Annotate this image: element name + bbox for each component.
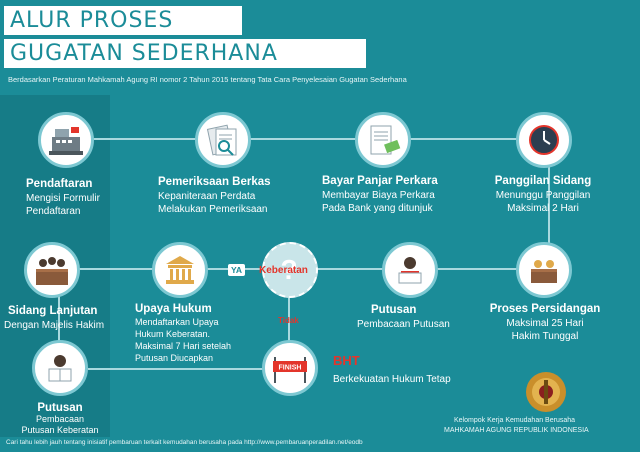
court-emblem-icon	[526, 372, 566, 412]
upaya-title: Upaya Hukum	[135, 303, 212, 315]
putusan-mid-circle	[382, 242, 438, 298]
persidangan-line2: Hakim Tunggal	[511, 331, 579, 342]
pemeriksaan-line1: Kepaniteraan Perdata	[158, 191, 256, 202]
keberatan-label: Keberatan	[259, 265, 308, 276]
person-reading-book-icon	[48, 355, 72, 382]
bayar-title: Bayar Panjar Perkara	[322, 175, 438, 187]
persidangan-circle	[516, 242, 572, 298]
org-line-1: Kelompok Kerja Kemudahan Berusaha	[454, 417, 576, 424]
pemeriksaan-line2: Melakukan Pemeriksaan	[158, 204, 268, 215]
pendaftaran-line1: Mengisi Formulir	[26, 193, 100, 204]
bht-line1: Berkekuatan Hukum Tetap	[333, 374, 451, 385]
pendaftaran-circle	[38, 112, 94, 168]
org-line-2: MAHKAMAH AGUNG REPUBLIK INDONESIA	[444, 427, 589, 434]
persidangan-title: Proses Persidangan	[489, 303, 601, 315]
upaya-line4: Putusan Diucapkan	[135, 353, 214, 363]
documents-magnifier-icon	[206, 124, 237, 156]
upaya-line2: Hukum Keberatan.	[135, 329, 211, 339]
putusan-bottom-circle	[32, 340, 88, 396]
person-reading-icon	[398, 257, 422, 284]
ya-label: YA	[228, 264, 246, 276]
hearing-people-icon	[531, 260, 557, 283]
bayar-line1: Membayar Biaya Perkara	[322, 190, 435, 201]
putusan-mid-line1: Pembacaan Putusan	[357, 319, 450, 330]
putusan-bottom-line1: Pembacaan	[35, 414, 85, 424]
finish-banner-icon: FINISH	[273, 357, 307, 383]
bayar-circle	[355, 112, 411, 168]
upaya-circle	[152, 242, 208, 298]
panggilan-line1: Menunggu Panggilan	[495, 190, 591, 201]
connector-row1	[70, 138, 550, 140]
bht-title: BHT	[333, 353, 360, 368]
connector-tidak-vertical	[288, 290, 290, 342]
sidang-lanjutan-circle	[24, 242, 80, 298]
subtitle: Berdasarkan Peraturan Mahkamah Agung RI …	[8, 75, 407, 84]
title-line-1: ALUR PROSES	[4, 6, 242, 35]
keberatan-circle: ?	[262, 242, 318, 298]
upaya-line3: Maksimal 7 Hari setelah	[135, 341, 232, 351]
panggilan-line2: Maksimal 2 Hari	[507, 203, 579, 214]
bht-circle: FINISH	[262, 340, 318, 396]
connector-right-vertical	[548, 140, 550, 248]
clock-icon	[529, 125, 559, 155]
courthouse-icon	[166, 256, 194, 284]
putusan-bottom-title: Putusan	[37, 402, 83, 414]
mahkamah-agung-emblem	[524, 370, 568, 414]
pemeriksaan-circle	[195, 112, 251, 168]
receipt-money-icon	[370, 125, 401, 155]
pemeriksaan-title: Pemeriksaan Berkas	[158, 176, 271, 188]
question-mark-icon: ?	[280, 254, 297, 285]
connector-left-vertical	[58, 270, 60, 360]
sidang-lanjutan-line1: Dengan Majelis Hakim	[4, 320, 105, 331]
pendaftaran-title: Pendaftaran	[26, 178, 93, 190]
pendaftaran-line2: Pendaftaran	[26, 206, 81, 217]
putusan-bottom-line2: Putusan Keberatan	[21, 425, 99, 435]
cash-register-icon	[49, 127, 83, 155]
putusan-mid-title: Putusan	[371, 304, 417, 316]
persidangan-line1: Maksimal 25 Hari	[506, 318, 584, 329]
svg-text:?: ?	[280, 254, 297, 285]
finish-text: FINISH	[279, 365, 302, 372]
tidak-label: Tidak	[278, 316, 299, 325]
bayar-line2: Pada Bank yang ditunjuk	[322, 203, 433, 214]
connector-bottom	[88, 368, 263, 370]
sidang-lanjutan-title: Sidang Lanjutan	[8, 305, 98, 317]
footer-note: Cari tahu lebih jauh tentang inisiatif p…	[6, 439, 363, 446]
title-line-2: GUGATAN SEDERHANA	[4, 39, 366, 68]
panggilan-circle	[516, 112, 572, 168]
panel-judges-icon	[36, 257, 68, 285]
panggilan-title: Panggilan Sidang	[494, 175, 592, 187]
upaya-line1: Mendaftarkan Upaya	[135, 317, 219, 327]
